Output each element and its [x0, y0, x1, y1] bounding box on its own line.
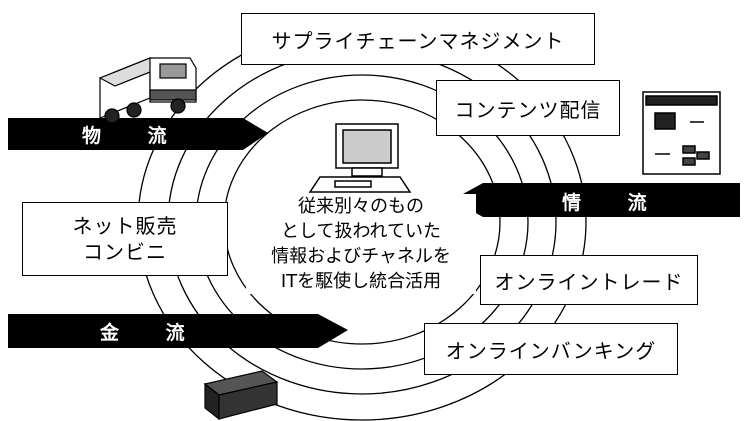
logistics-arrow-shape [8, 118, 268, 150]
computer-icon [308, 123, 412, 193]
information-arrow-shape [452, 183, 740, 217]
online-banking-box: オンラインバンキング [424, 323, 678, 375]
online-trade-box: オンライントレード [480, 255, 698, 305]
center-line-4: ITを駆使し統合活用 [280, 271, 442, 292]
card-device-icon [203, 370, 279, 421]
convenience-store-label: コンビニ [83, 240, 167, 264]
center-line-2: として扱われていた [280, 221, 442, 242]
truck-icon [98, 57, 197, 124]
screen-panel-icon [642, 91, 721, 175]
supply-chain-box: サプライチェーンマネジメント [241, 13, 595, 65]
center-description: 従来別々のもの として扱われていた 情報およびチャネルを ITを駆使し統合活用 [246, 194, 476, 294]
money-arrow-shape [8, 314, 348, 348]
logistics-arrow-label: 物 流 [82, 125, 187, 147]
content-delivery-box: コンテンツ配信 [436, 80, 620, 136]
center-line-3: 情報およびチャネルを [271, 246, 451, 267]
center-line-1: 従来別々のもの [298, 196, 424, 217]
money-arrow-label: 金 流 [100, 322, 205, 344]
online-banking-label: オンラインバンキング [445, 338, 657, 363]
content-delivery-label: コンテンツ配信 [454, 97, 602, 122]
online-trade-label: オンライントレード [494, 269, 684, 294]
supply-chain-label: サプライチェーンマネジメント [271, 28, 565, 53]
net-sales-box: ネット販売 コンビニ [22, 202, 228, 276]
net-sales-label: ネット販売 [72, 214, 178, 238]
information-arrow-label: 情 流 [562, 192, 667, 214]
